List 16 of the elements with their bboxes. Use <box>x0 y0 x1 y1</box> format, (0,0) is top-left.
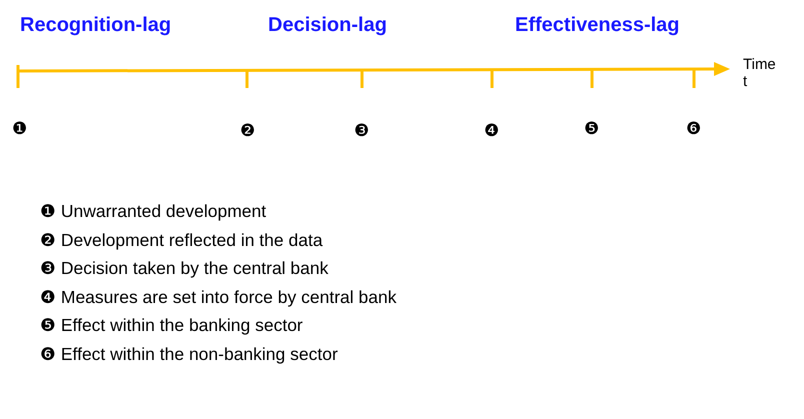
step-number: ❹ <box>484 122 500 142</box>
legend-item: ❺ Effect within the banking sector <box>40 315 303 336</box>
legend-item: ❷ Development reflected in the data <box>40 230 323 250</box>
step-number: ❻ <box>686 120 702 140</box>
lag-heading: Recognition-lag <box>20 14 172 37</box>
step-number: ❺ <box>584 120 600 140</box>
legend-item: ❶ Unwarranted development <box>40 201 266 222</box>
legend-item: ❻ Effect within the non-banking sector <box>40 344 338 364</box>
legend-item: ❸ Decision taken by the central bank <box>40 258 328 278</box>
lag-heading: Effectiveness-lag <box>515 14 680 37</box>
lag-heading: Decision-lag <box>268 14 387 37</box>
step-number: ❸ <box>354 122 370 142</box>
step-number: ❶ <box>12 120 28 140</box>
legend-item: ❹ Measures are set into force by central bank <box>40 286 396 307</box>
step-number: ❷ <box>240 122 256 142</box>
axis-label: Time t <box>743 56 777 90</box>
